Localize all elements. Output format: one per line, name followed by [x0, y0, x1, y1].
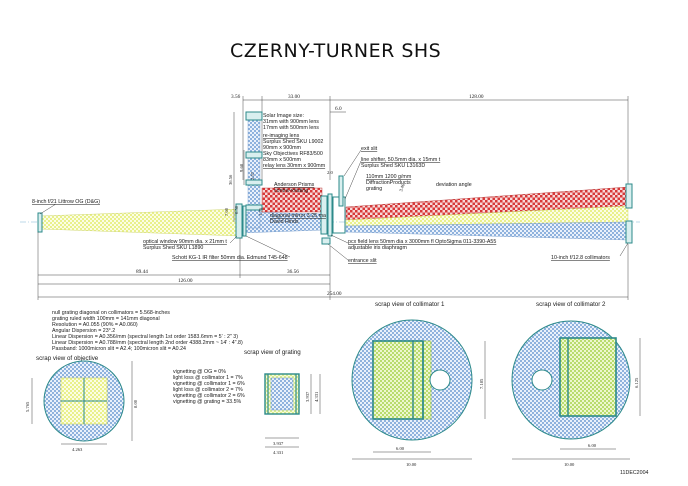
dim-v2: 9.68: [239, 163, 244, 172]
scrap-view-grating: scrap view of grating 3.937 4.331 3.937 …: [244, 349, 321, 455]
optical-window-label: optical window 90mm dia. x 21mm t Surplu…: [143, 239, 228, 251]
slit-assembly: [320, 195, 328, 235]
optical-window: [235, 203, 243, 239]
entrance-slit: [321, 237, 331, 245]
vertical-dimensions: 36.56 9.68 2.57 7.00 0.50 1.75 2.0 3.46: [224, 112, 406, 222]
scrap-coll1-label: scrap view of collimator 1: [375, 301, 445, 308]
entrance-slit-label: entrance slit: [348, 258, 377, 264]
objective-lens: [37, 212, 43, 233]
dim-top-4: 6.0: [335, 106, 342, 112]
exit-slit-label: exit slit: [361, 146, 378, 152]
ir-filter: [242, 205, 247, 237]
scrap-view-collimator-1: scrap view of collimator 1 6.00 10.00 7.…: [351, 301, 486, 467]
spec-notes: null grating diagonal on collimators = 5…: [52, 310, 244, 352]
objective-label: 8-inch f/21 Littrow OG (D&G): [32, 199, 100, 205]
solar-image-text: Solar Image size: 31mm with 900mm lens 1…: [263, 113, 320, 131]
exit-slit: [338, 175, 344, 207]
scrap-objective-label: scrap view of objective: [36, 355, 99, 362]
reimaging-lens-text: re-imaging lens Surplus Shed SKU L9002 9…: [263, 133, 326, 169]
scrap-coll1-dim-v: 7.185: [479, 378, 484, 389]
scrap-coll2-dim-h2: 10.00: [564, 462, 575, 467]
top-dimensions: 3.56 33.00 128.00 6.0: [231, 94, 629, 185]
pcx-lens-label: pcx field lens 50mm dia x 3000mm fl Opto…: [348, 239, 498, 251]
dim-bottom-4: 254.00: [327, 291, 342, 297]
diagonal-mirror-label: diagonal mirror 3.25 ma David Hinds: [270, 213, 327, 225]
scrap-coll1-dim-h1: 6.00: [396, 446, 405, 451]
diagonal-mirror: [245, 204, 263, 211]
optical-components: [37, 111, 633, 245]
line-shifter-label: line shifter, 50.5mm dia. x 15mm t Surpl…: [361, 157, 442, 169]
collimators-label: 10-inch f/12.8 collimators: [551, 255, 610, 261]
scrap-grating-dim-h2: 4.331: [273, 450, 284, 455]
callouts: Solar Image size: 31mm with 900mm lens 1…: [32, 113, 629, 264]
dim-v7: 2.0: [327, 170, 333, 175]
grating-label: 110mm 1200 g/mm DiffractionProducts grat…: [366, 174, 413, 192]
collimator-2: [625, 220, 633, 244]
dim-bottom-1: 89.44: [136, 269, 148, 275]
scrap-grating-dim-v1: 3.937: [305, 391, 310, 402]
anderson-prisms-label: Anderson Prisms contra-rotating: [274, 182, 316, 194]
dim-bottom-2: 36.56: [287, 269, 299, 275]
scrap-grating-dim-v2: 4.331: [314, 391, 319, 402]
vignetting-list: vignetting @ OG = 0% light loss @ collim…: [173, 369, 246, 405]
dim-v4: 7.00: [224, 207, 229, 216]
scrap-view-collimator-2: scrap view of collimator 2 6.00 10.00 6.…: [511, 301, 641, 467]
dim-v8: 3.46: [398, 182, 406, 192]
dim-v5: 0.50: [234, 205, 239, 214]
dim-bottom-3: 126.00: [178, 278, 193, 284]
scrap-grating-dim-h1: 3.937: [273, 441, 284, 446]
date-stamp: 11DEC2004: [620, 470, 649, 476]
dim-top-2: 33.00: [288, 94, 300, 100]
page-title: CZERNY-TURNER SHS: [230, 40, 441, 62]
field-lens: [327, 193, 333, 237]
relay-lens: [245, 151, 263, 159]
scrap-objective-dim-h: 4.263: [72, 447, 83, 452]
bottom-dimensions: 89.44 36.56 126.00 254.00: [37, 232, 629, 300]
schott-filter-label: Schott KG-1 IR filter 50mm dia. Edmund T…: [172, 255, 288, 261]
dim-top-3: 128.00: [469, 94, 484, 100]
scrap-grating-label: scrap view of grating: [244, 349, 301, 356]
collimator-1: [625, 183, 633, 209]
scrap-coll1-dim-h2: 10.00: [406, 462, 417, 467]
scrap-coll2-dim-h1: 6.00: [588, 443, 597, 448]
dim-v6: 1.75: [258, 207, 263, 216]
scrap-coll2-dim-v: 6.125: [634, 377, 639, 388]
dim-v1: 36.56: [228, 174, 233, 185]
anderson-prism-top: [245, 179, 263, 186]
dim-top-1: 3.56: [231, 94, 241, 100]
reimaging-lens-top: [245, 111, 263, 121]
scrap-objective-dim-v2: 8.00: [133, 399, 138, 408]
scrap-coll2-label: scrap view of collimator 2: [536, 301, 606, 308]
dim-v3: 2.57: [250, 171, 255, 180]
scrap-view-objective: scrap view of objective 4.263 5.765 8.00…: [25, 355, 246, 452]
scrap-objective-dim-v1: 5.765: [25, 401, 30, 412]
deviation-angle-label: deviation angle: [436, 182, 472, 188]
optical-beams: [20, 117, 640, 241]
